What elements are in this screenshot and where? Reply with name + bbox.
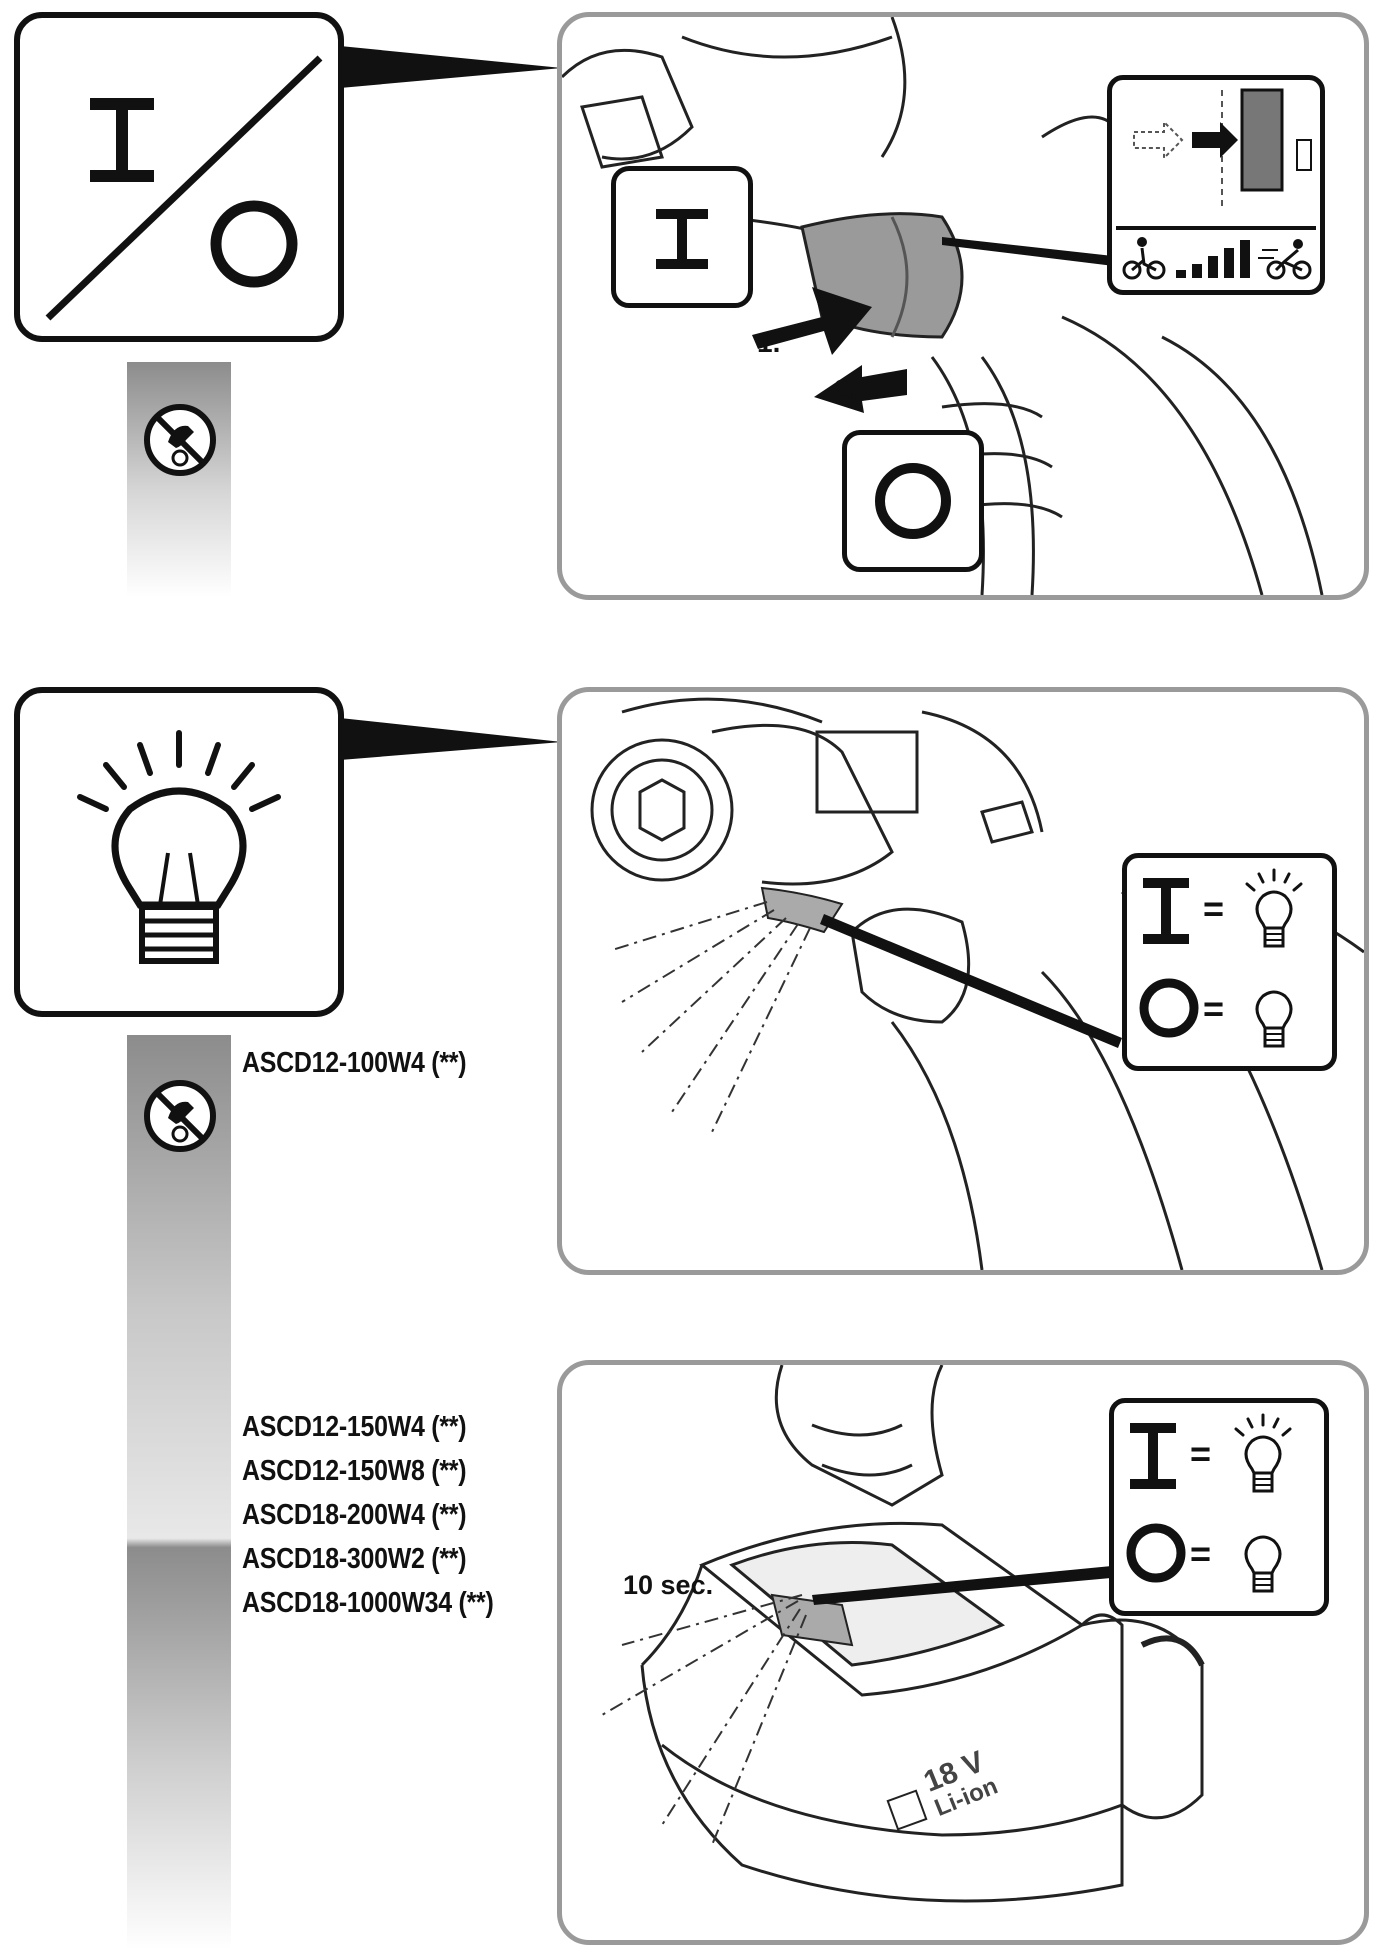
battery-light-legend-box: = = — [1109, 1398, 1329, 1616]
side-bar-2 — [127, 1035, 231, 1950]
off-symbol-icon — [1139, 978, 1199, 1038]
off-position-box — [842, 430, 984, 572]
model-list: ASCD12-150W4 (**) ASCD12-150W8 (**) ASCD… — [242, 1405, 534, 1625]
light-symbol-box — [14, 687, 344, 1017]
on-symbol-icon — [1143, 878, 1189, 944]
fast-speed-icon — [1258, 239, 1312, 280]
on-symbol-icon — [1130, 1423, 1176, 1489]
on-off-symbol-box — [14, 12, 344, 342]
light-off-icon — [1255, 990, 1293, 1048]
model-item: ASCD18-300W2 (**) — [242, 1543, 467, 1575]
light-legend-box: = = — [1122, 853, 1337, 1071]
step-2-label: 2. — [834, 374, 858, 405]
no-handheld-use-icon-2 — [144, 1080, 216, 1152]
speed-switch-detail-box — [1107, 75, 1325, 295]
light-on-icon — [1245, 868, 1303, 948]
equals-sign: = — [1203, 888, 1225, 929]
timer-label: 10 sec. — [623, 1570, 714, 1600]
battery-light-drawing — [601, 1365, 1205, 1903]
on-off-switch-icon — [45, 55, 323, 321]
model-item: ASCD18-1000W34 (**) — [242, 1587, 494, 1619]
on-symbol-icon — [656, 209, 708, 269]
off-symbol-icon — [875, 463, 951, 539]
equals-sign: = — [1190, 1433, 1212, 1474]
step-1-label: 1. — [757, 327, 781, 358]
on-position-box — [611, 166, 753, 308]
light-on-icon — [1234, 1413, 1292, 1493]
slow-speed-icon — [1122, 237, 1166, 280]
model-item: ASCD12-150W4 (**) — [242, 1411, 467, 1443]
switch-slide-diagram — [1116, 88, 1316, 280]
model-note-ascd12-100w4: ASCD12-100W4 (**) — [242, 1047, 467, 1079]
light-bulb-icon — [77, 730, 281, 964]
callout-wedge-2 — [340, 718, 562, 760]
speed-level-bars-icon — [1176, 240, 1250, 278]
drill-switch-drawing — [562, 17, 1324, 595]
callout-wedge-1 — [340, 46, 562, 88]
off-symbol-icon — [1126, 1523, 1186, 1583]
side-bar-1 — [127, 362, 231, 597]
model-item: ASCD18-200W4 (**) — [242, 1499, 467, 1531]
equals-sign: = — [1203, 988, 1225, 1029]
model-item: ASCD12-150W8 (**) — [242, 1455, 467, 1487]
no-handheld-use-icon — [144, 404, 216, 476]
equals-sign: = — [1190, 1533, 1212, 1574]
light-off-icon — [1244, 1535, 1282, 1593]
